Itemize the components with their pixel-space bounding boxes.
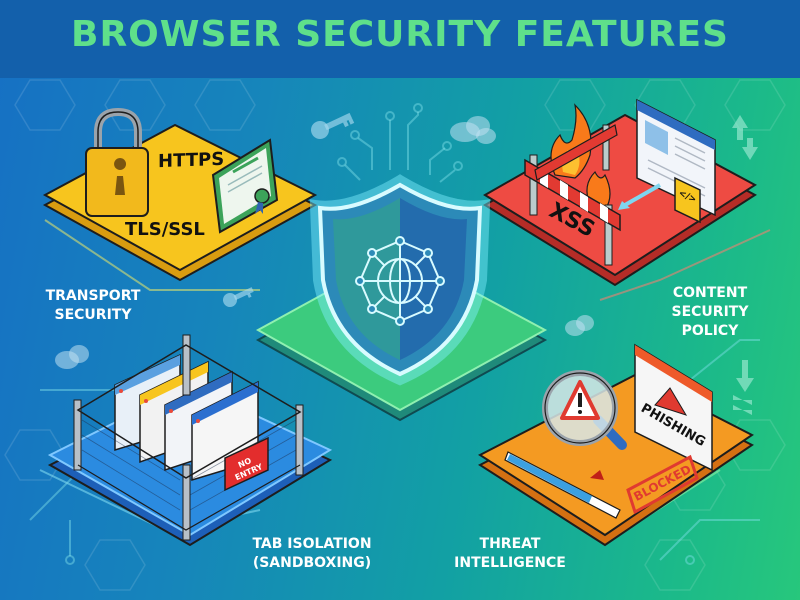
certificate-icon xyxy=(211,138,279,234)
padlock-icon xyxy=(85,107,149,217)
cloud-icon-decoration xyxy=(55,116,594,369)
csp-label-line1: CONTENT xyxy=(672,285,748,301)
key-icon-decoration xyxy=(223,112,355,307)
tab-isolation-label: TAB ISOLATION (SANDBOXING) xyxy=(244,535,380,573)
csp-label-line3: POLICY xyxy=(681,323,739,339)
page-title: BROWSER SECURITY FEATURES xyxy=(71,14,729,55)
code-tag-icon xyxy=(674,176,701,224)
csp-label-line2: SECURITY xyxy=(671,304,749,320)
tls-ssl-text: TLS/SSL xyxy=(125,219,205,240)
sandbox-label-line2: (SANDBOXING) xyxy=(252,555,372,571)
threat-label-line2: INTELLIGENCE xyxy=(454,555,566,571)
transfer-arrows-decoration xyxy=(732,115,758,415)
circuit-traces-decoration xyxy=(29,103,760,565)
phishing-window-icon xyxy=(634,343,713,472)
content-security-policy-label: CONTENT SECURITY POLICY xyxy=(660,284,760,341)
browser-window-icon xyxy=(618,98,716,217)
transport-label-line2: SECURITY xyxy=(54,307,132,323)
threat-intelligence-label: THREAT INTELLIGENCE xyxy=(448,535,572,573)
barrier-icon xyxy=(524,124,621,266)
no-entry-sign-icon xyxy=(224,436,269,492)
threat-label-line1: THREAT xyxy=(479,536,541,552)
https-text: HTTPS xyxy=(158,148,225,173)
transport-label-line1: TRANSPORT xyxy=(45,288,141,304)
sandbox-label-line1: TAB ISOLATION xyxy=(252,536,372,552)
fence-icon xyxy=(73,334,304,541)
progress-bar-icon xyxy=(504,451,621,519)
blocked-stamp-icon xyxy=(626,454,699,515)
globe-network-icon xyxy=(355,236,445,326)
magnifier-warning-icon xyxy=(542,370,627,450)
title-bar xyxy=(0,0,800,78)
browser-tabs-icon xyxy=(114,353,259,482)
transport-security-label: TRANSPORT SECURITY xyxy=(38,287,148,325)
